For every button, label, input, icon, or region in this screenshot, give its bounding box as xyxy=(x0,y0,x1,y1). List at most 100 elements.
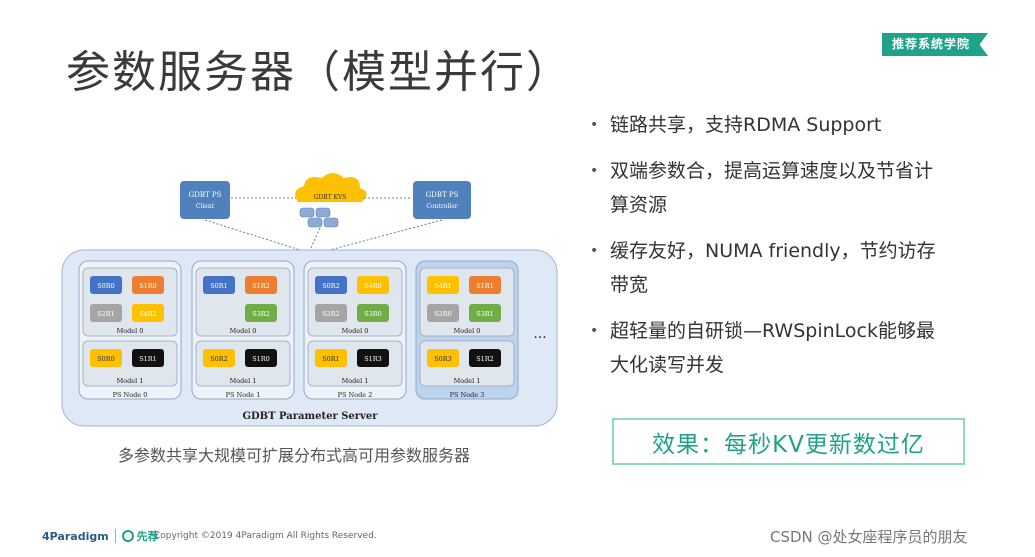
shard-label: S2R1 xyxy=(97,310,115,318)
shard-block xyxy=(90,276,122,294)
shard-label: S1R3 xyxy=(364,355,382,363)
shard-block xyxy=(245,304,277,322)
database-icon xyxy=(315,207,331,218)
shard-block xyxy=(469,349,501,367)
model-1-label: Model 1 xyxy=(342,377,369,385)
shard-label: S4R2 xyxy=(139,310,157,318)
shard-block xyxy=(203,276,235,294)
copyright: Copyright ©2019 4Paradigm All Rights Res… xyxy=(154,531,377,541)
bullet-item: 链路共享，支持RDMA Support xyxy=(590,108,980,142)
effect-box: 效果：每秒KV更新数过亿 xyxy=(612,418,965,465)
model-0-group xyxy=(82,267,178,337)
shard-label: S1R1 xyxy=(476,282,494,290)
database-icon xyxy=(323,217,339,228)
shard-label: S2R2 xyxy=(322,310,340,318)
parameter-server-label: GDBT Parameter Server xyxy=(242,411,378,422)
shard-block xyxy=(245,276,277,294)
shard-label: S1R2 xyxy=(476,355,494,363)
bullet-line: 链路共享，支持RDMA Support xyxy=(610,114,882,136)
shard-block xyxy=(90,349,122,367)
shard-label: S3R1 xyxy=(476,310,494,318)
shard-block xyxy=(469,276,501,294)
diagram-caption: 多参数共享大规模可扩展分布式高可用参数服务器 xyxy=(118,446,471,465)
shard-block xyxy=(469,304,501,322)
shard-label: S2R0 xyxy=(434,310,452,318)
shard-label: S4R1 xyxy=(434,282,452,290)
database-icon xyxy=(299,207,315,218)
shard-label: S0R2 xyxy=(322,282,340,290)
parameter-server-container xyxy=(61,249,558,427)
bullet-line: 双端参数合，提高运算速度以及节省计 xyxy=(610,160,934,182)
shard-label: S1R0 xyxy=(139,282,157,290)
ps-node xyxy=(78,260,182,400)
ps-controller-label: Controller xyxy=(426,203,457,210)
ps-client-label: GDBT PS xyxy=(189,191,222,199)
model-1-label: Model 1 xyxy=(230,377,257,385)
controller-server-link xyxy=(329,219,443,251)
section-tag: 推荐系统学院 xyxy=(882,33,988,56)
shard-block xyxy=(315,276,347,294)
shard-block xyxy=(427,304,459,322)
shard-block xyxy=(132,304,164,322)
model-0-label: Model 0 xyxy=(342,327,369,335)
shard-block xyxy=(90,304,122,322)
bullet-line: 算资源 xyxy=(610,194,668,216)
model-0-group xyxy=(195,267,291,337)
shard-label: S4R0 xyxy=(364,282,382,290)
kvs-label: GDBT KVS xyxy=(314,194,347,201)
shard-block xyxy=(357,276,389,294)
slide-title: 参数服务器（模型并行） xyxy=(66,47,572,98)
shard-label: S0R1 xyxy=(322,355,340,363)
bullet-list: 链路共享，支持RDMA Support 双端参数合，提高运算速度以及节省计算资源… xyxy=(590,108,980,394)
shard-label: S3R0 xyxy=(364,310,382,318)
kvs-server-link xyxy=(309,227,321,251)
more-nodes-ellipsis: ... xyxy=(533,326,546,342)
ps-node xyxy=(191,260,295,400)
shard-block xyxy=(315,349,347,367)
shard-block xyxy=(315,304,347,322)
shard-block xyxy=(132,349,164,367)
shard-label: S0R1 xyxy=(210,282,228,290)
ps-node-label: PS Node 3 xyxy=(450,391,485,399)
model-1-label: Model 1 xyxy=(117,377,144,385)
bullet-line: 缓存友好，NUMA friendly，节约访存 xyxy=(610,240,936,262)
ps-node-label: PS Node 2 xyxy=(338,391,373,399)
ps-controller-label: GDBT PS xyxy=(426,191,459,199)
bullet-line: 带宽 xyxy=(610,274,649,296)
model-0-label: Model 0 xyxy=(230,327,257,335)
ps-client-box xyxy=(180,181,230,219)
shard-label: S0R2 xyxy=(210,355,228,363)
model-1-label: Model 1 xyxy=(454,377,481,385)
shard-block xyxy=(203,349,235,367)
model-1-group xyxy=(307,340,403,387)
model-0-label: Model 0 xyxy=(117,327,144,335)
xianjian-logo-text: 先荐 xyxy=(136,530,159,543)
xianjian-logo: 先荐 xyxy=(121,528,159,544)
model-0-group xyxy=(419,267,515,337)
database-icon xyxy=(307,217,323,228)
shard-label: S3R2 xyxy=(252,310,270,318)
shard-label: S1R2 xyxy=(252,282,270,290)
model-1-group xyxy=(195,340,291,387)
ps-controller-box xyxy=(413,181,471,219)
watermark: CSDN @处女座程序员的朋友 xyxy=(770,528,968,546)
model-1-group xyxy=(419,340,515,387)
ps-node xyxy=(415,260,519,400)
bullet-line: 超轻量的自研锁—RWSpinLock能够最 xyxy=(610,320,935,342)
footer-logos: 4Paradigm 先荐 xyxy=(42,528,159,544)
ps-node xyxy=(303,260,407,400)
shard-block xyxy=(132,276,164,294)
shard-label: S0R3 xyxy=(434,355,452,363)
logo-divider xyxy=(114,529,116,543)
bullet-line: 大化读写并发 xyxy=(610,354,725,376)
xianjian-logo-icon xyxy=(121,530,134,542)
kvs-cloud-icon xyxy=(295,173,367,202)
model-1-group xyxy=(82,340,178,387)
shard-label: S0R0 xyxy=(97,355,115,363)
client-server-link xyxy=(204,219,301,251)
model-0-group xyxy=(307,267,403,337)
shard-block xyxy=(357,349,389,367)
